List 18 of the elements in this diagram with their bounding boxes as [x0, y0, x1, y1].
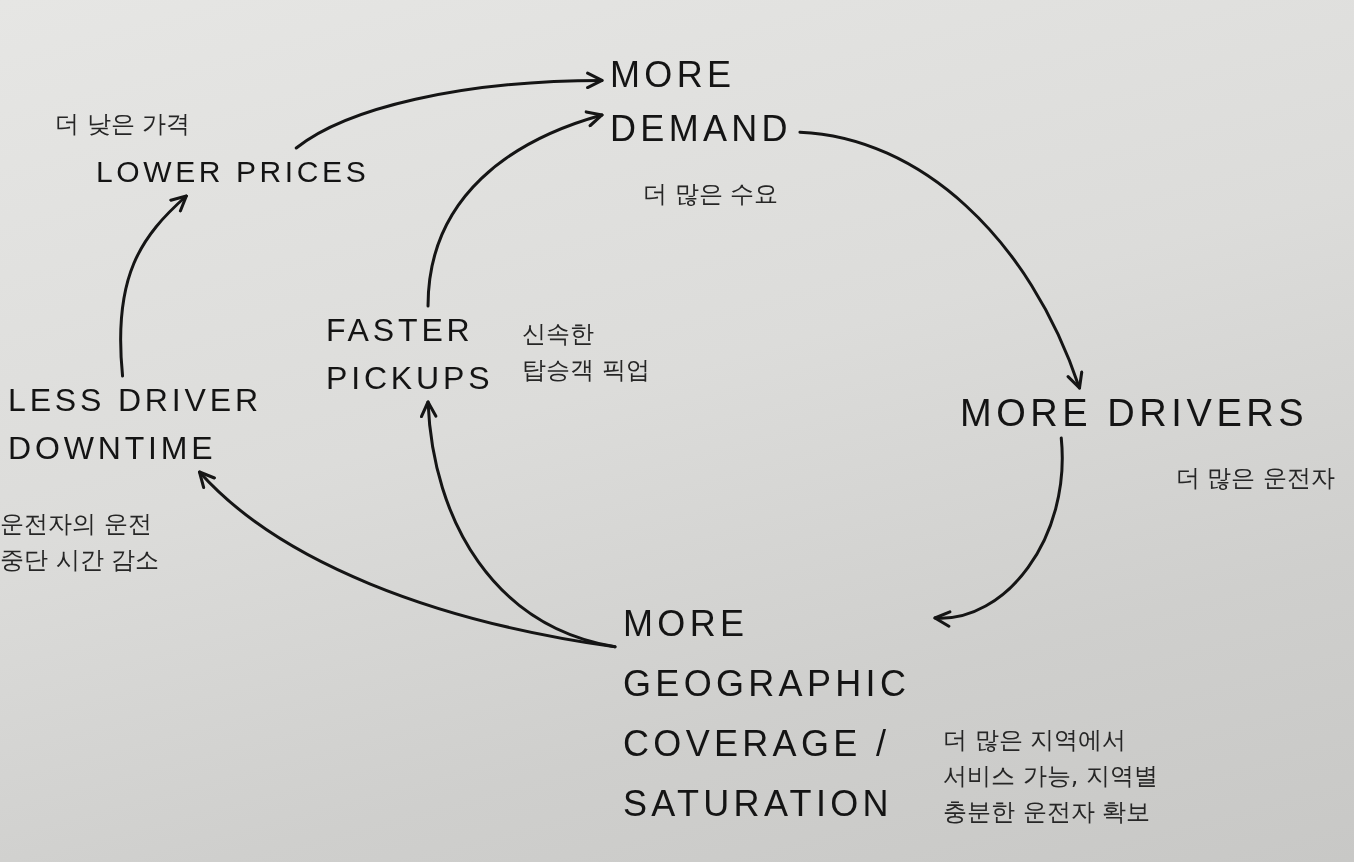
- curved-arrow: [933, 436, 1064, 627]
- curved-arrow: [197, 470, 617, 649]
- curved-arrow: [294, 71, 604, 150]
- handwritten-label: LOWER PRICES: [88, 148, 378, 196]
- translation-text: 신속한 탑승객 픽업: [522, 319, 651, 386]
- translation-text: 더 낮은 가격: [55, 109, 191, 140]
- curved-arrow: [426, 110, 604, 308]
- translation-text: 더 많은 지역에서 서비스 가능, 지역별 충분한 운전자 확보: [943, 725, 1159, 828]
- curved-arrow: [798, 130, 1083, 390]
- handwritten-label: FASTER PICKUPS: [318, 306, 502, 402]
- translation-text: 더 많은 운전자: [1175, 463, 1335, 494]
- handwritten-label: MORE DEMAND: [602, 48, 800, 156]
- curved-arrow: [119, 194, 188, 378]
- translation-text: 운전자의 운전 중단 시간 감소: [0, 509, 161, 576]
- handwritten-label: MORE DRIVERS: [952, 388, 1317, 438]
- handwritten-label: MORE GEOGRAPHIC COVERAGE / SATURATION: [615, 594, 935, 834]
- translation-text: 더 많은 수요: [643, 179, 779, 210]
- handwritten-label: LESS DRIVER DOWNTIME: [0, 376, 285, 472]
